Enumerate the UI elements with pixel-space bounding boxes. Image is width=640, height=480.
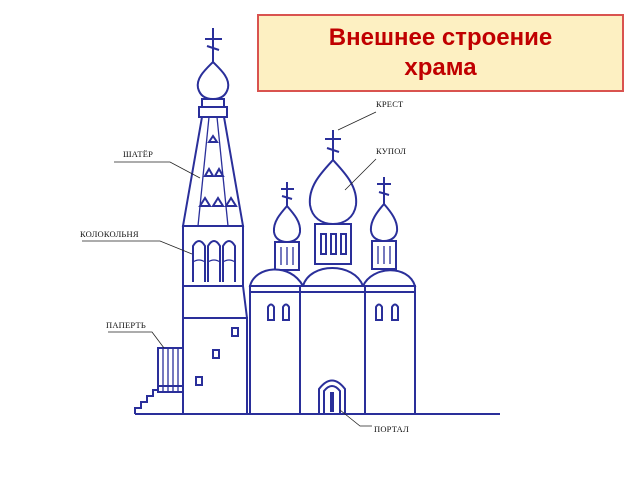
- label-dome: КУПОЛ: [344, 146, 406, 191]
- portal-door: [318, 379, 346, 414]
- label-belfry: КОЛОКОЛЬНЯ: [80, 229, 193, 255]
- label-belfry-text: КОЛОКОЛЬНЯ: [80, 229, 139, 239]
- label-portal: ПОРТАЛ: [339, 409, 409, 434]
- title-box: Внешнее строение храма: [257, 14, 624, 92]
- bell-tower: [181, 28, 248, 415]
- central-dome: [308, 130, 358, 265]
- page-title: Внешнее строение храма: [328, 24, 553, 81]
- porch: [134, 347, 184, 415]
- label-cross: КРЕСТ: [337, 99, 404, 131]
- label-tent: ШАТЁР: [114, 149, 201, 179]
- label-dome-text: КУПОЛ: [376, 146, 406, 156]
- left-dome: [272, 182, 302, 271]
- label-porch-text: ПАПЕРТЬ: [106, 320, 146, 330]
- church-body: [248, 130, 417, 415]
- right-dome: [369, 177, 399, 270]
- label-portal-text: ПОРТАЛ: [374, 424, 409, 434]
- label-cross-text: КРЕСТ: [376, 99, 404, 109]
- bell-tower-cross: [205, 28, 222, 66]
- label-porch: ПАПЕРТЬ: [106, 320, 165, 349]
- label-tent-text: ШАТЁР: [123, 149, 153, 159]
